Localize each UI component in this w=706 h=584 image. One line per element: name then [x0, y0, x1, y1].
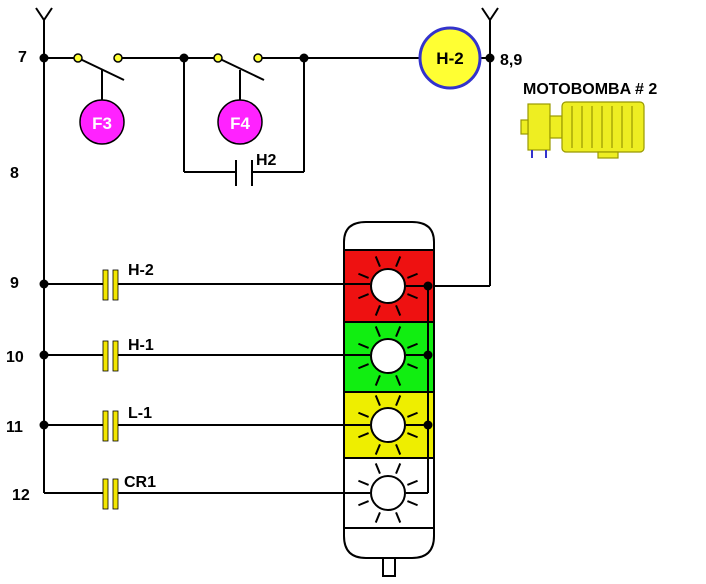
svg-text:H-2: H-2: [436, 49, 463, 68]
coil-h2: H-2: [418, 26, 482, 90]
coil-cross-reference: 8,9: [500, 52, 522, 69]
contact-label-rung-9: H-2: [128, 262, 154, 279]
seal-in-contact-h2: [235, 160, 253, 186]
stack-light: [343, 221, 435, 577]
float-switch-f3: F3: [79, 99, 125, 145]
motor-title: MOTOBOMBA # 2: [523, 81, 657, 98]
contact-cr1-rung-12: [102, 478, 119, 510]
rung-number-7: 7: [18, 49, 27, 66]
right-rail: [428, 7, 499, 287]
lamp-bulb-2: [358, 326, 418, 386]
contact-l1-rung-11: [102, 410, 119, 442]
junction-dots-lower: [39, 279, 433, 430]
contact-label-rung-12: CR1: [124, 474, 156, 491]
rung-number-12: 12: [12, 487, 30, 504]
junction-dots-rung-7: [39, 53, 495, 63]
seal-in-contact-label: H2: [256, 152, 277, 169]
lamp-bulbs: [358, 256, 418, 523]
motor-pump-icon: [520, 101, 645, 159]
contact-h2-rung-9: [102, 269, 119, 301]
rung-number-11: 11: [6, 419, 23, 436]
contact-label-rung-11: L-1: [128, 405, 152, 422]
rung-wires: [44, 283, 429, 494]
switch-terminals: [73, 53, 263, 63]
contact-label-rung-10: H-1: [128, 337, 154, 354]
svg-text:F3: F3: [92, 114, 112, 133]
rung-number-8: 8: [10, 165, 19, 182]
float-switch-f4: F4: [217, 99, 263, 145]
contact-h1-rung-10: [102, 340, 119, 372]
left-rail: [35, 7, 53, 493]
rung-7-wiring: [44, 57, 490, 173]
lamp-bulb-4: [358, 463, 418, 523]
lamp-bulb-1: [358, 256, 418, 316]
lamp-bulb-3: [358, 395, 418, 455]
rung-number-9: 9: [10, 275, 19, 292]
svg-text:F4: F4: [230, 114, 250, 133]
rung-number-10: 10: [6, 349, 24, 366]
